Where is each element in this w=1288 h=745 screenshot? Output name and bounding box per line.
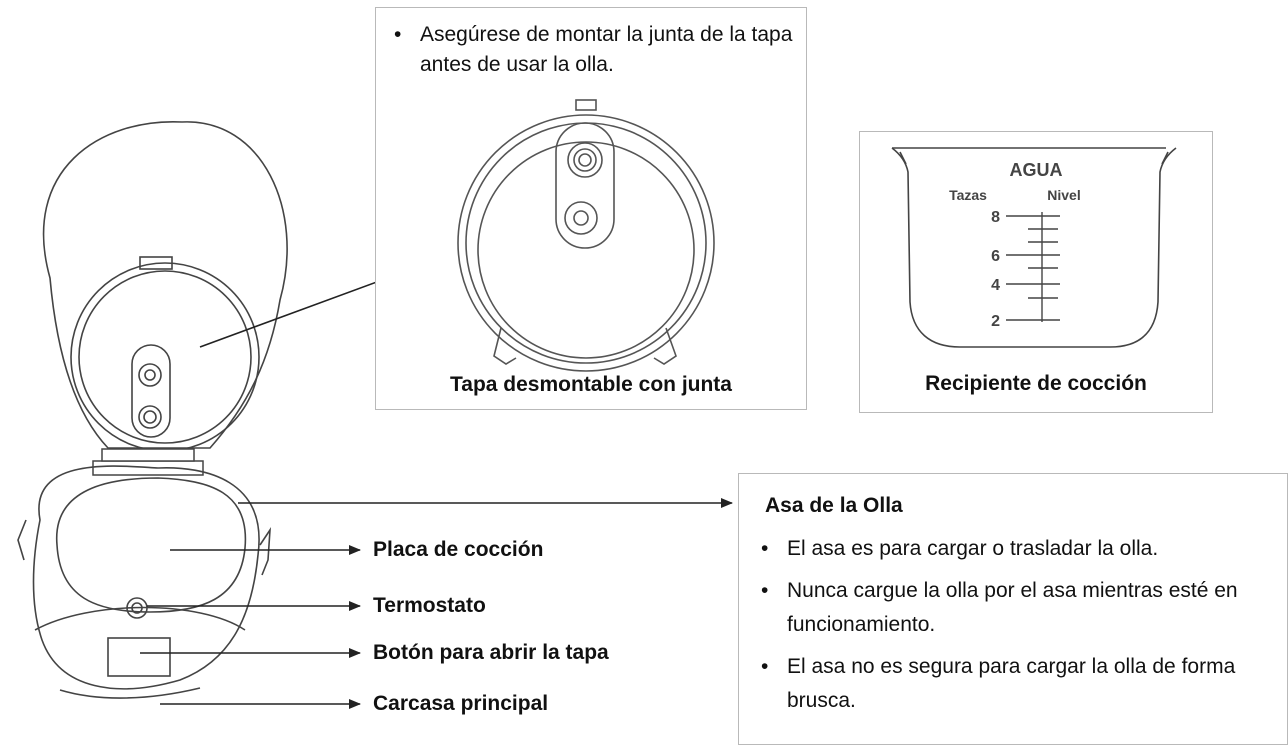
pot-info-box: AGUA Tazas Nivel 8 6 4 2 Recipiente de c… xyxy=(859,131,1213,413)
lid-note: Asegúrese de montar la junta de la tapa … xyxy=(390,20,805,80)
pot-mark-2: 2 xyxy=(991,313,1000,330)
label-lid-release-button: Botón para abrir la tapa xyxy=(373,641,609,664)
label-main-housing: Carcasa principal xyxy=(373,692,549,715)
diagram: Asegúrese de montar la junta de la tapa … xyxy=(0,0,1288,729)
handle-bullets: El asa es para cargar o trasladar la oll… xyxy=(757,532,1277,718)
pot-col-level: Nivel xyxy=(1047,187,1080,203)
handle-bullet: El asa es para cargar o trasladar la oll… xyxy=(757,532,1277,566)
pot-col-cups: Tazas xyxy=(949,187,987,203)
detachable-lid-illustration xyxy=(457,99,715,372)
open-lid xyxy=(42,121,288,452)
pot-caption: Recipiente de cocción xyxy=(925,372,1147,395)
pot-water-title: AGUA xyxy=(1010,160,1063,180)
pot-mark-4: 4 xyxy=(991,277,1000,294)
lid-info-box: Asegúrese de montar la junta de la tapa … xyxy=(375,7,807,410)
hinge xyxy=(92,448,204,476)
handle-bullet: Nunca cargue la olla por el asa mientras… xyxy=(757,574,1277,642)
pot-mark-6: 6 xyxy=(991,248,1000,265)
label-thermostat: Termostato xyxy=(373,594,486,617)
handle-title: Asa de la Olla xyxy=(765,494,903,517)
handle-info-box: Asa de la Olla El asa es para cargar o t… xyxy=(738,473,1288,745)
lid-caption: Tapa desmontable con junta xyxy=(450,373,732,396)
pot-mark-8: 8 xyxy=(991,209,1000,226)
cooker-body xyxy=(17,465,271,699)
handle-bullet: El asa no es segura para cargar la olla … xyxy=(757,650,1277,718)
label-cooking-plate: Placa de cocción xyxy=(373,538,544,561)
lid-note-list: Asegúrese de montar la junta de la tapa … xyxy=(390,20,805,80)
cooking-pot-illustration: AGUA Tazas Nivel 8 6 4 2 xyxy=(891,147,1177,348)
pot-scale xyxy=(1006,212,1060,322)
